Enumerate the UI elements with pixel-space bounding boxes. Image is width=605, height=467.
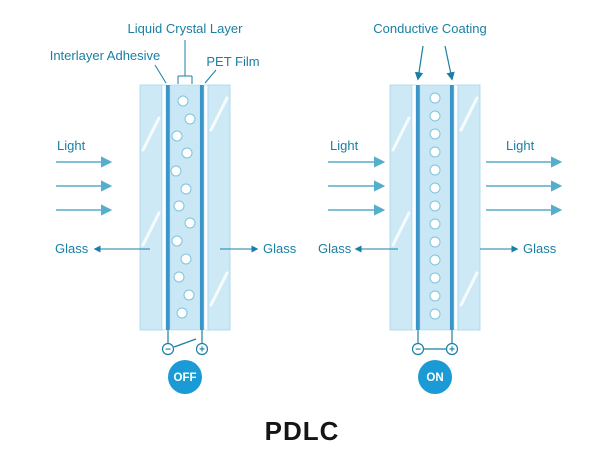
on-light-arrows-out	[486, 156, 563, 216]
off-light-arrows	[56, 156, 113, 216]
glass-pane-right	[207, 84, 231, 331]
pet-film-label: PET Film	[206, 54, 259, 69]
conductive-coating-right	[450, 85, 454, 330]
liquid-crystal-layer-label: Liquid Crystal Layer	[128, 21, 244, 36]
pet-film-left	[166, 85, 170, 330]
on-light-right-label: Light	[506, 138, 535, 153]
off-light-label: Light	[57, 138, 86, 153]
conductive-coating-pointers	[414, 45, 455, 81]
interlayer-adhesive-left	[161, 84, 167, 331]
off-glass-panel	[139, 84, 231, 331]
conductive-coating-left	[416, 85, 420, 330]
on-light-left-label: Light	[330, 138, 359, 153]
lc-droplets-aligned	[429, 92, 441, 320]
conductive-coating-label: Conductive Coating	[373, 21, 486, 36]
on-glass-right-label: Glass	[523, 241, 557, 256]
page-title: PDLC	[265, 416, 340, 446]
off-panel-group: Liquid Crystal Layer Interlayer Adhesive…	[50, 21, 297, 394]
off-glass-right-label: Glass	[263, 241, 297, 256]
on-terminal-minus	[411, 342, 425, 356]
on-glass-left-label: Glass	[318, 241, 352, 256]
off-minus-sign: −	[165, 345, 171, 356]
interlayer-adhesive-left	[411, 84, 417, 331]
off-glass-left-label: Glass	[55, 241, 89, 256]
off-state-label: OFF	[174, 372, 197, 384]
on-minus-sign: −	[415, 345, 421, 356]
off-state-badge	[168, 360, 202, 394]
pet-film-pointer	[204, 69, 217, 84]
interlayer-adhesive-label: Interlayer Adhesive	[50, 48, 161, 63]
pet-film-right	[200, 85, 204, 330]
liquid-crystal-layer-pointer	[177, 40, 193, 84]
glass-reflections	[391, 96, 479, 307]
on-state-badge	[418, 360, 452, 394]
on-circuit	[411, 330, 459, 356]
interlayer-adhesive-right	[453, 84, 459, 331]
glass-reflections	[141, 96, 229, 307]
on-glass-panel	[389, 84, 481, 331]
off-terminal-minus	[161, 342, 175, 356]
on-terminal-plus	[445, 342, 459, 356]
on-panel-group: Conductive Coating Light Light Glass Gla…	[318, 21, 563, 394]
on-state-label: ON	[426, 372, 443, 384]
interlayer-adhesive-pointer	[154, 64, 167, 84]
off-plus-sign: +	[199, 345, 205, 356]
interlayer-adhesive-right	[203, 84, 209, 331]
on-plus-sign: +	[449, 345, 455, 356]
glass-pane-right	[457, 84, 481, 331]
off-circuit	[161, 330, 209, 356]
lc-droplets-scattered	[170, 95, 196, 319]
on-light-arrows-in	[328, 156, 386, 216]
off-terminal-plus	[195, 342, 209, 356]
